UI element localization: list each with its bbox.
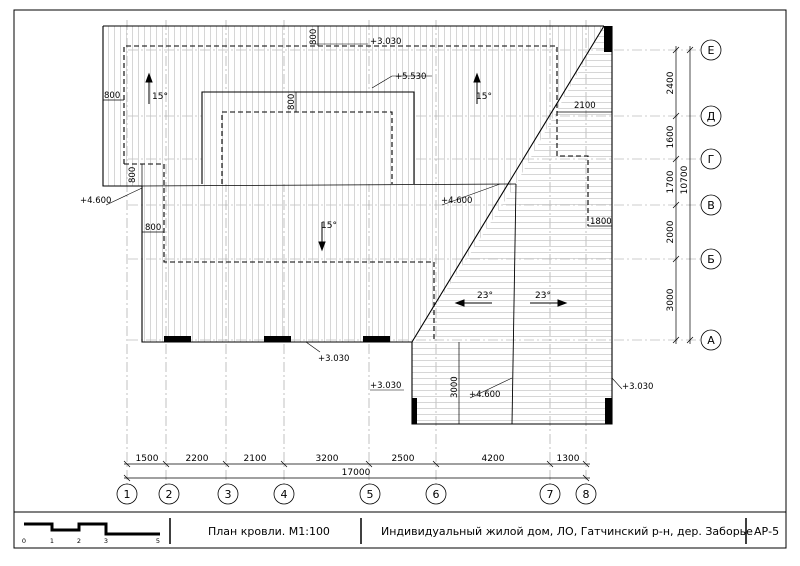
overhang-dims: 800 800 800 800 800 1800 2100 3000 [104,29,612,398]
level-mark: +4.600 [80,196,111,206]
scale-tick: 5 [156,537,160,545]
axis-label: Г [708,153,715,166]
axis-bubbles-letter: Е Д Г В Б А [700,39,722,351]
overhang-dim: 800 [309,29,319,45]
slope-label: 23° [477,291,493,301]
axis-bubble [539,483,561,505]
axis-bubbles-numeric: 1 2 3 4 5 6 7 8 [116,483,597,505]
axis-bubble [116,483,138,505]
dim-V-B: 2000 [666,220,676,243]
axis-bubble [273,483,295,505]
axis-bubble [700,148,722,170]
axis-label: Д [707,110,716,123]
slope-label: 23° [535,291,551,301]
level-mark: +3.030 [370,37,401,47]
axis-bubble [158,483,180,505]
scale-tick: 3 [104,537,108,545]
scale-tick: 0 [22,537,26,545]
dim-D-G: 1600 [666,125,676,148]
wall-outlines-dashed [123,45,589,342]
chimney-blocks [164,26,612,424]
title-block: 0 1 2 3 5 План кровли. М1:100 Индивидуал… [14,511,786,545]
sheet-frame [13,9,787,549]
right-dims: 2400 1600 1700 2000 3000 10700 [666,71,690,311]
slope-arrows [145,72,568,307]
dim-7-8: 1300 [557,454,580,464]
axis-bubble [217,483,239,505]
dim-3-4: 2100 [244,454,267,464]
dim-G-V: 1700 [666,170,676,193]
axis-bubble [359,483,381,505]
axis-label: В [707,199,715,212]
scale-bar: 0 1 2 3 5 [22,522,160,545]
axis-label: 7 [547,488,554,501]
axis-bubble [425,483,447,505]
overhang-dim: 800 [287,94,297,110]
overhang-dim: 800 [104,91,120,101]
project-name: Индивидуальный жилой дом, ЛО, Гатчинский… [381,525,753,538]
slope-label: 15° [152,92,168,102]
axis-label: А [707,334,715,347]
slope-labels: 15° 15° 15° 23° 23° [152,92,551,301]
axis-label: 5 [367,488,374,501]
axis-bubble [700,194,722,216]
dim-total-right: 10700 [680,165,690,194]
dim-6-7: 4200 [482,454,505,464]
dim-E-D: 2400 [666,71,676,94]
axis-bubble [700,105,722,127]
dim-B-A: 3000 [666,288,676,311]
overhang-dim: 1800 [590,217,612,227]
axis-bubble [700,248,722,270]
level-mark: +5.530 [395,72,426,82]
axis-label: 1 [124,488,131,501]
level-mark: +3.030 [318,354,349,364]
dim-total-bottom: 17000 [342,468,371,478]
level-leaders [105,43,623,399]
slope-label: 15° [321,221,337,231]
axis-label: Б [707,253,715,266]
axis-label: 4 [281,488,288,501]
slope-label: 15° [476,92,492,102]
level-mark: +3.030 [370,381,401,391]
sheet-title: План кровли. М1:100 [208,525,330,538]
scale-tick: 2 [77,537,81,545]
axis-label: 3 [225,488,232,501]
level-mark: +4.600 [469,390,500,400]
axis-label: 6 [433,488,440,501]
axis-label: 8 [583,488,590,501]
right-dimension-chain [672,46,694,344]
overhang-dim: 2100 [574,101,596,111]
axis-bubble [700,329,722,351]
axis-label: 2 [166,488,173,501]
bottom-dimension-chain [123,460,590,482]
level-mark: +3.030 [622,382,653,392]
axis-label: Е [708,44,715,57]
roof-outlines [102,25,613,425]
dim-5-6: 2500 [392,454,415,464]
roof-main-planes [103,26,604,342]
dim-1-2: 1500 [136,454,159,464]
overhang-dim: 3000 [450,376,460,398]
overhang-dimension-lines [103,26,612,424]
axis-bubble [575,483,597,505]
overhang-dim: 800 [128,167,138,183]
dim-2-3: 2200 [186,454,209,464]
dim-4-5: 3200 [316,454,339,464]
level-marks: +3.030 +5.530 +4.600 +4.600 +3.030 +3.03… [80,37,653,400]
bottom-dims: 1500 2200 2100 3200 2500 4200 1300 17000 [136,454,580,478]
sheet-code: АР-5 [754,525,779,538]
scale-tick: 1 [50,537,54,545]
overhang-dim: 800 [145,223,161,233]
axis-bubble [700,39,722,61]
level-mark: +4.600 [441,196,472,206]
roof-right-planes [412,26,612,424]
